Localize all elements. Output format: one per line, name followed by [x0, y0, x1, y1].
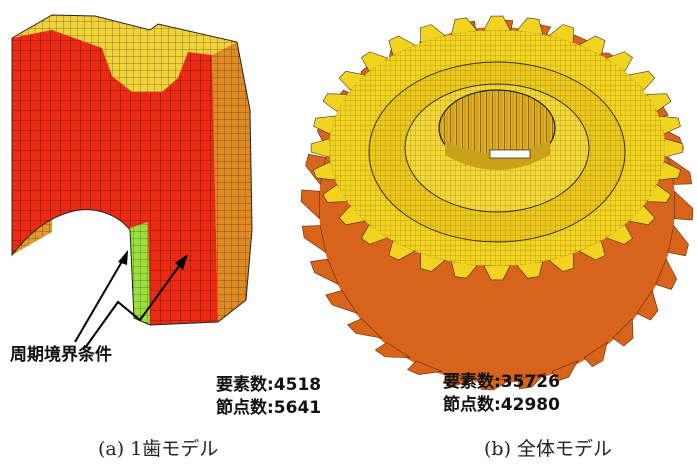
gear-tooth-lower [310, 258, 339, 286]
gear-tooth-lower [374, 342, 412, 359]
gear-tooth-lower [583, 341, 608, 368]
gear-tooth-lower [301, 225, 327, 254]
gear-tooth-lower [517, 372, 547, 390]
gear-tooth-lower [325, 290, 358, 314]
left-node-count: 節点数:5641 [216, 398, 322, 418]
single-tooth-model [11, 14, 253, 326]
gear-tooth-upper [483, 15, 511, 31]
spline-teeth-notch [489, 149, 531, 159]
arrow-line-2 [84, 261, 183, 349]
caption-single-tooth: (a) 1歯モデル [98, 438, 219, 460]
periodic-boundary-label: 周期境界条件 [10, 345, 112, 365]
boundary-annotation-arrows [74, 250, 188, 349]
right-node-count: 節点数:42980 [443, 395, 560, 415]
gear-tooth-upper [310, 138, 330, 158]
left-element-count: 要素数:4518 [216, 375, 322, 395]
arrowhead-1 [118, 250, 128, 265]
gear-tooth-lower [442, 373, 478, 387]
gear-tooth-lower [406, 360, 444, 375]
gear-tooth-lower [300, 189, 320, 220]
arrow-line-1 [74, 257, 125, 343]
gear-tooth-lower [347, 318, 383, 339]
gear-tooth-lower [667, 224, 689, 257]
gear-tooth-lower [551, 360, 579, 382]
gear-tooth-lower [480, 379, 513, 391]
gear-tooth-lower [636, 289, 659, 321]
gear-tooth-lower [612, 317, 634, 347]
right-element-count: 要素数:35726 [443, 372, 560, 392]
caption-whole-model: (b) 全体モデル [484, 438, 613, 460]
gear-tooth-lower [674, 190, 694, 221]
gear-tooth-lower [655, 258, 677, 290]
whole-gear-model [300, 15, 694, 391]
upper-teeth [310, 15, 684, 281]
arrowhead-2 [175, 254, 188, 270]
